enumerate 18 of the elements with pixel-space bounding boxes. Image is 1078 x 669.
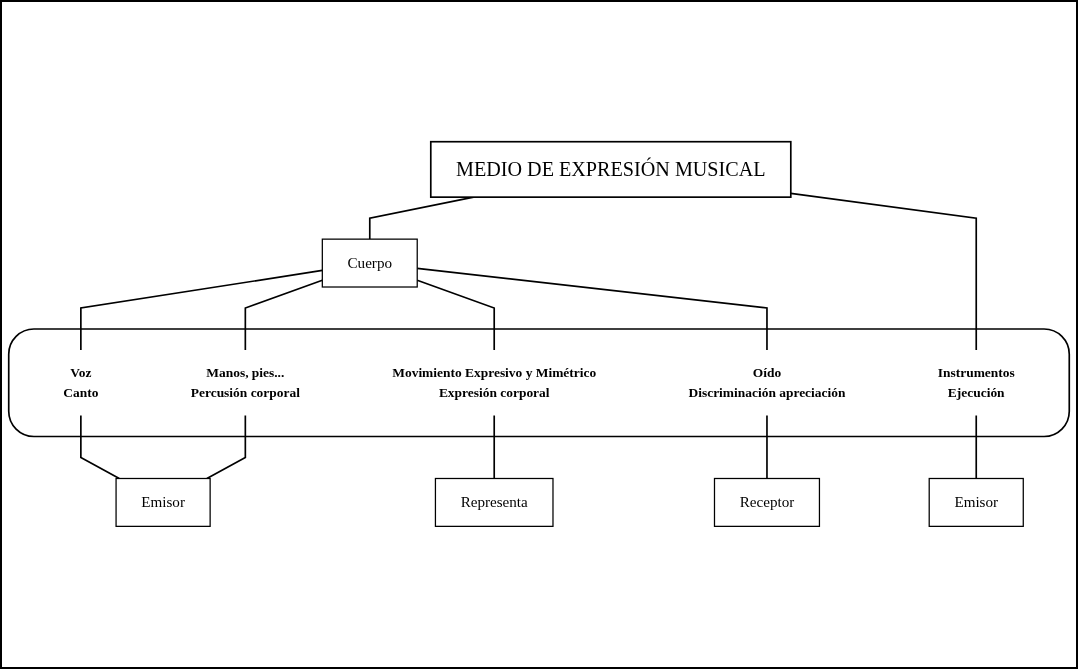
connector: [80, 415, 121, 480]
connector: [789, 193, 978, 352]
node-text: Movimiento Expresivo y Mimétrico Expresión corporal: [392, 365, 597, 400]
connector: [766, 415, 768, 480]
connector: [493, 415, 496, 480]
node-text: Voz Canto: [63, 365, 99, 400]
node-box: MEDIO DE EXPRESIÓN MUSICAL: [429, 141, 792, 199]
connector: [975, 415, 978, 480]
node-box: Emisor: [115, 478, 211, 528]
node-text: Manos, pies... Percusión corporal: [190, 365, 300, 400]
node-text: Instrumentos Ejecución: [937, 365, 1015, 400]
node-box: Emisor: [928, 478, 1024, 528]
node-box: Cuerpo: [321, 238, 418, 289]
connector: [206, 415, 247, 480]
cluster: [7, 328, 1071, 438]
node-text: Oído Discriminación apreciación: [688, 365, 846, 400]
node-box: Receptor: [713, 478, 821, 528]
node-box: Representa: [434, 478, 554, 528]
